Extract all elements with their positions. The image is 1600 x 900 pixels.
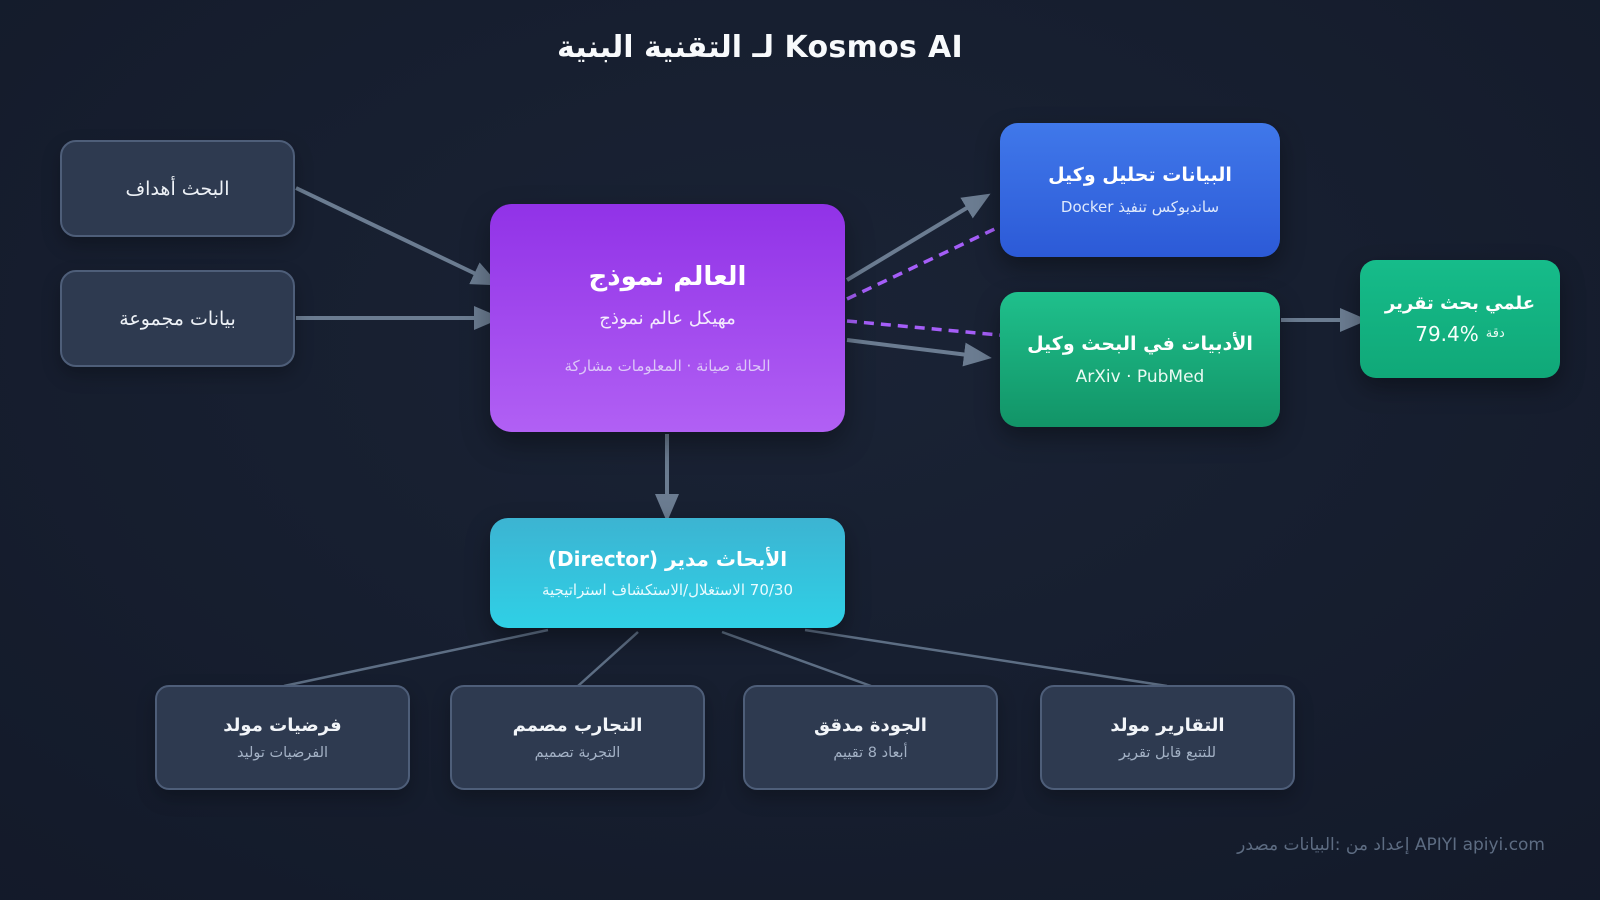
- experiment-designer-title: مصمم‎ التجارب: [512, 714, 643, 736]
- page-title: البنية‎ التقنية‎ لـ‎ Kosmos‎ AI: [557, 30, 963, 65]
- director-subtitle: استراتيجية‎ الاستكشاف‎/‎الاستغلال‎ 70‎/‎…: [541, 581, 794, 599]
- hypothesis-generator-subtitle: توليد‎ الفرضيات: [236, 744, 329, 761]
- experiment-designer-subtitle: تصميم‎ التجربة: [534, 744, 621, 761]
- accuracy-value: 79.4%: [1415, 321, 1479, 346]
- node-research-report: تقرير‎ بحث‎ علمي 79.4% دقة: [1360, 260, 1560, 378]
- data-analysis-agent-title: وكيل‎ تحليل‎ البيانات: [1048, 164, 1232, 186]
- research-goals-label: أهداف‎ البحث: [125, 177, 230, 200]
- node-research-goals: أهداف‎ البحث: [60, 140, 295, 237]
- literature-agent-title: وكيل‎ البحث‎ في‎ الأدبيات: [1027, 332, 1253, 355]
- world-model-title: نموذج‎ العالم: [588, 261, 747, 292]
- arrow-world-model-to-data-agent: [845, 193, 991, 282]
- hypothesis-generator-title: مولد‎ فرضيات: [223, 714, 342, 736]
- dashed-link-world-model-literature-agent: [846, 319, 1011, 338]
- node-dataset: مجموعة‎ بيانات: [60, 270, 295, 367]
- line-director-to-hypothesis-generator: [283, 628, 549, 688]
- quality-checker-subtitle: تقييم‎ 8‎ أبعاد: [833, 744, 908, 761]
- node-literature-research-agent: وكيل‎ البحث‎ في‎ الأدبيات ArXiv · PubMed: [1000, 292, 1280, 427]
- line-director-to-report-generator: [804, 628, 1168, 688]
- dashed-link-world-model-data-agent: [846, 215, 1021, 301]
- data-analysis-agent-subtitle: Docker‎ تنفيذ‎ ساندبوكس: [1060, 198, 1220, 216]
- node-quality-checker: مدقق‎ الجودة تقييم‎ 8‎ أبعاد: [743, 685, 998, 790]
- research-report-title: تقرير‎ بحث‎ علمي: [1384, 292, 1536, 314]
- report-generator-subtitle: تقرير‎ قابل‎ للتتبع: [1118, 744, 1217, 761]
- director-title: (Director)‎ مدير‎ الأبحاث: [547, 547, 788, 571]
- world-model-subtitle: نموذج‎ عالم‎ مهيكل: [599, 307, 736, 329]
- data-source-credit: مصدر‎ البيانات:‎ من‎ إعداد‎ APIYI‎ apiyi…: [1237, 835, 1545, 855]
- node-experiment-designer: مصمم‎ التجارب تصميم‎ التجربة: [450, 685, 705, 790]
- accuracy-label: دقة: [1485, 326, 1505, 341]
- node-world-model: نموذج‎ العالم نموذج‎ عالم‎ مهيكل مشاركة‎…: [490, 204, 845, 432]
- node-hypothesis-generator: مولد‎ فرضيات توليد‎ الفرضيات: [155, 685, 410, 790]
- world-model-note: مشاركة‎ المعلومات‎ ·‎ صيانة‎ الحالة: [564, 356, 771, 375]
- dataset-label: مجموعة‎ بيانات: [119, 307, 236, 330]
- literature-agent-subtitle: ArXiv · PubMed: [1075, 366, 1205, 387]
- report-generator-title: مولد‎ التقارير: [1110, 714, 1225, 736]
- line-director-to-experiment-designer: [577, 631, 639, 687]
- node-data-analysis-agent: وكيل‎ تحليل‎ البيانات Docker‎ تنفيذ‎ سان…: [1000, 123, 1280, 257]
- research-report-accuracy: 79.4% دقة: [1415, 322, 1505, 346]
- arrow-world-model-to-literature-agent: [846, 338, 992, 367]
- node-research-director: (Director)‎ مدير‎ الأبحاث استراتيجية‎ ال…: [490, 518, 845, 628]
- quality-checker-title: مدقق‎ الجودة: [814, 714, 927, 736]
- arrow-goals-to-world-model: [295, 186, 500, 286]
- node-report-generator: مولد‎ التقارير تقرير‎ قابل‎ للتتبع: [1040, 685, 1295, 790]
- line-director-to-quality-checker: [721, 630, 872, 688]
